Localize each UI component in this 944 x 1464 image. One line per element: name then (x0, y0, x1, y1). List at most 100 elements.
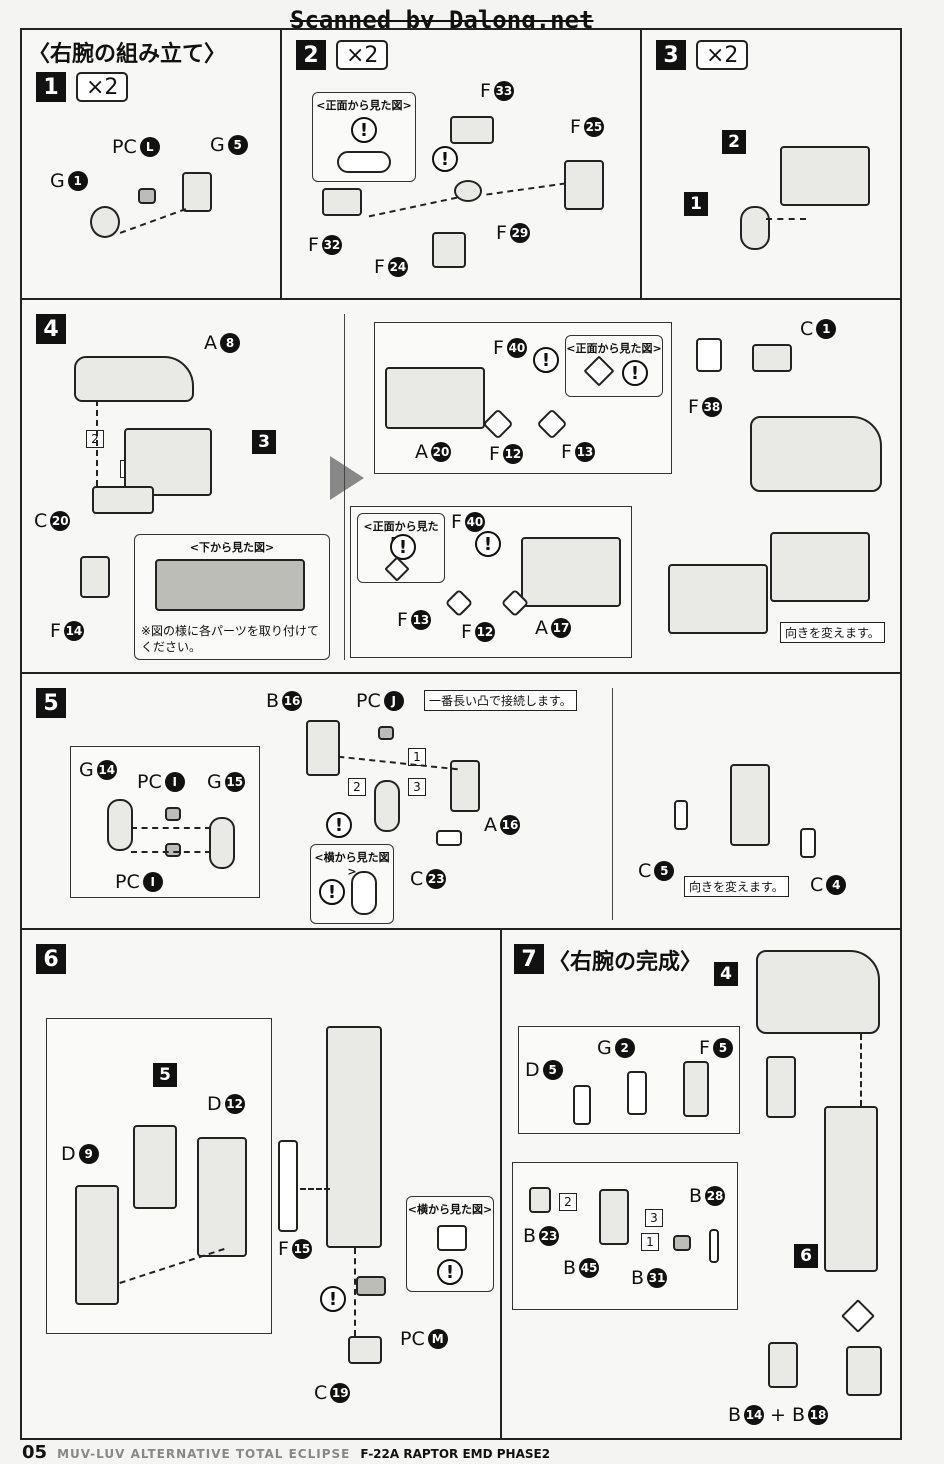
side-view-part (437, 1225, 467, 1251)
shoulder-assembly (756, 950, 880, 1034)
step-3-panel: 3 ×2 2 1 (640, 28, 902, 300)
joint-plate-part (209, 817, 235, 869)
model-name: F-22A RAPTOR EMD PHASE2 (360, 1447, 551, 1461)
ref-step-1: 1 (684, 192, 708, 216)
step-7-number: 7 (514, 944, 544, 974)
next-arrow-icon (330, 456, 364, 500)
divider (612, 688, 613, 920)
peg-part (337, 151, 391, 173)
cover-part (627, 1071, 647, 1115)
order-3: 3 (408, 778, 426, 796)
hand-part (768, 1342, 798, 1388)
step-3-multiplier: ×2 (696, 40, 749, 70)
joint-part (182, 172, 212, 212)
upper-joint-part (450, 116, 494, 144)
forearm-upper-part (730, 764, 770, 846)
order-1: 1 (408, 748, 426, 766)
outer-armor-part (75, 1185, 119, 1305)
assembly-arrow (860, 1034, 862, 1106)
socket-diamond-part (841, 1299, 875, 1333)
arm-body-part (450, 760, 480, 812)
cover-part (683, 1061, 709, 1117)
shoulder-assembly (750, 416, 882, 492)
step-4-panel: 4 A8 3 2 1 C20 F14 <下から見た図> ※図の様に各パーツを取り… (20, 298, 902, 674)
diamond-part (384, 556, 410, 582)
attach-note: ※図の様に各パーツを取り付けてください。 (141, 624, 319, 654)
front-view-inset: <正面から見た図> ! (357, 513, 445, 583)
connection-note: 一番長い凸で接続します。 (424, 690, 577, 711)
caution-icon: ! (432, 146, 458, 172)
polycap-part (356, 1276, 386, 1296)
caution-icon: ! (622, 360, 648, 386)
step-4-number: 4 (36, 314, 66, 344)
forearm-cover-part (197, 1137, 247, 1257)
arm-assembly (124, 428, 212, 496)
front-view-inset: <正面から見た図> ! (565, 335, 663, 397)
side-view-inset: <横から見た図> ! (310, 844, 394, 924)
caution-icon: ! (533, 347, 559, 373)
ref-step-6: 6 (794, 1244, 818, 1268)
series-title: MUV-LUV ALTERNATIVE TOTAL ECLIPSE (57, 1447, 351, 1461)
assembly-arrow (131, 827, 211, 829)
assembly-arrow (119, 208, 187, 234)
page-number: 05 (22, 1442, 48, 1463)
caution-icon: ! (351, 117, 377, 143)
front-view-inset: <正面から見た図> ! (312, 92, 416, 182)
caution-icon: ! (319, 879, 345, 905)
side-cap-part (800, 828, 816, 858)
side-view-part (351, 871, 377, 915)
polycap-part (378, 726, 394, 740)
assembly-arrow (354, 1248, 356, 1336)
base-part (92, 486, 154, 514)
vent-part (696, 338, 722, 372)
forearm-part (133, 1125, 177, 1209)
direction-note: 向きを変えます。 (684, 876, 789, 897)
polycap-part (138, 188, 156, 204)
shield-plate-part (766, 1056, 796, 1118)
polycap-part (165, 807, 181, 821)
side-cap-part (674, 800, 688, 830)
lower-ball-part (432, 232, 466, 268)
assembly-arrow (486, 182, 566, 196)
bracket-part (529, 1187, 551, 1213)
caution-icon: ! (320, 1286, 346, 1312)
assembly-arrow (766, 218, 806, 220)
step-1-number: 1 (36, 72, 66, 102)
order-1: 1 (641, 1233, 659, 1251)
step-7-title: 〈右腕の完成〉 (548, 950, 703, 975)
armor-side-part (668, 564, 768, 634)
pin-part (709, 1229, 719, 1263)
wrist-joint-part (599, 1189, 629, 1245)
shoulder-assembly (740, 206, 770, 250)
bottom-view-part (155, 559, 305, 611)
triangle-part (536, 408, 568, 440)
cap-part (348, 1336, 382, 1364)
